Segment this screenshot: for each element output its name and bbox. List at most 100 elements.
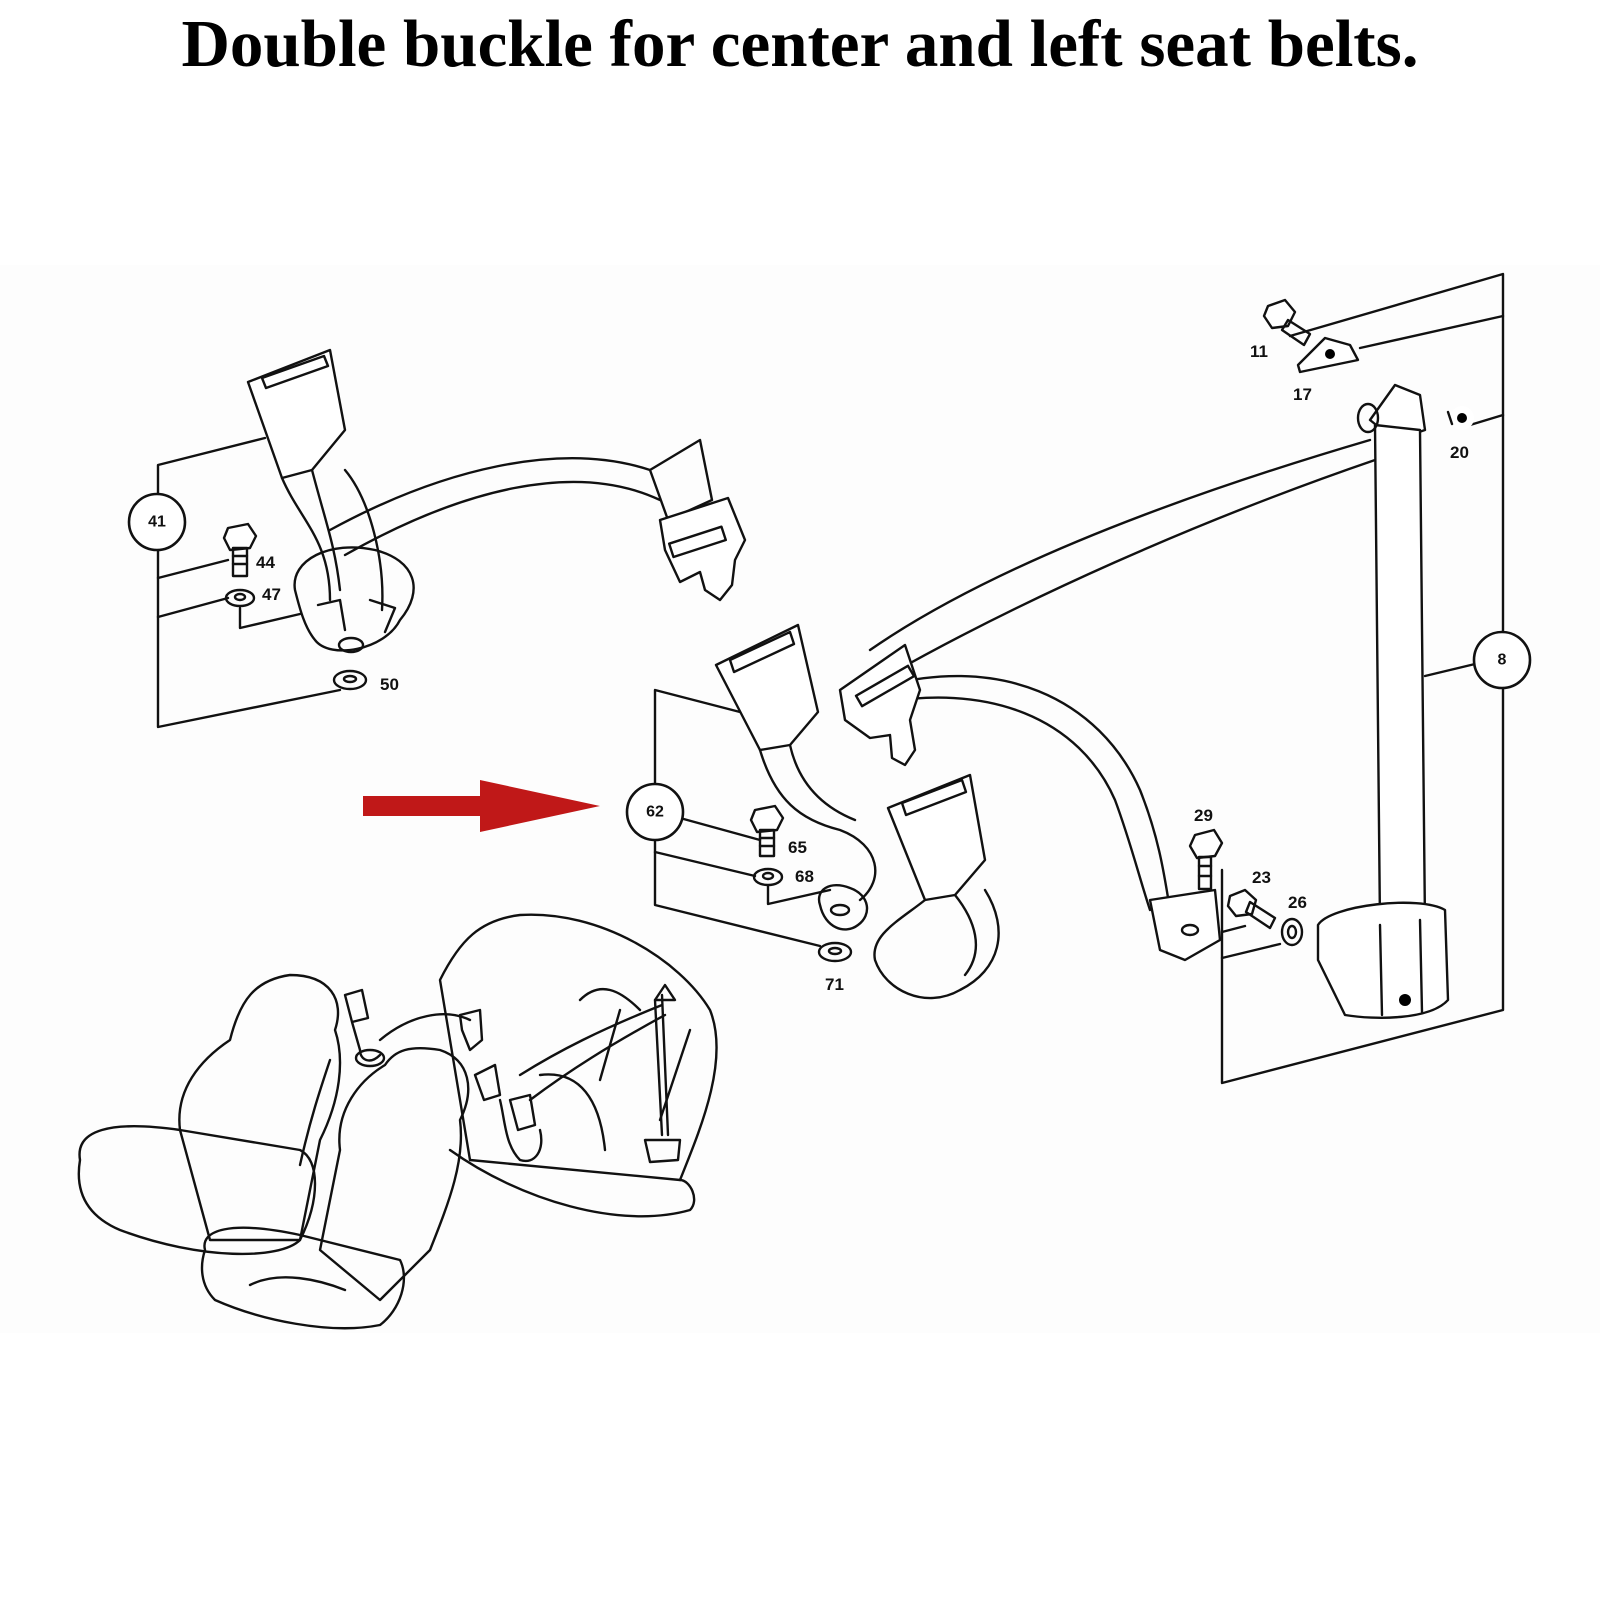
buckle-62a-strap [758, 743, 877, 902]
bracket-41 [156, 436, 342, 729]
bolt-29 [1188, 828, 1224, 891]
leader-68 [653, 850, 757, 878]
anchor-41-tabs [316, 598, 397, 634]
seats-illustration [77, 913, 718, 1330]
buckle-41 [246, 348, 347, 480]
part-65: 65 [788, 838, 807, 857]
sketch-anchor-b [498, 1098, 543, 1163]
belt-41 [328, 457, 662, 557]
tongue-41-slot [667, 525, 727, 559]
diagram-panel [0, 265, 1600, 1333]
leader-47 [156, 596, 230, 619]
callout-62 [625, 782, 685, 842]
bracket-8 [1220, 272, 1505, 1085]
washer-50-hole [342, 674, 358, 684]
sliding-tongue [838, 643, 922, 767]
lower-anchor-8-hole [1180, 923, 1200, 937]
leader-68b [766, 884, 832, 906]
washer-47-hole [233, 592, 247, 602]
part-20: 20 [1450, 443, 1469, 462]
part-23: 23 [1252, 868, 1271, 887]
callout-8-label: 8 [1498, 652, 1507, 669]
pillar-belt [653, 993, 670, 1137]
rear-bench [438, 913, 718, 1182]
washer-68-hole [761, 871, 775, 881]
leader-26 [1220, 942, 1282, 960]
right-seat-back [318, 1046, 470, 1302]
bolt-65 [749, 804, 785, 858]
bolt-23 [1226, 888, 1277, 930]
sketch-belt-a [378, 1013, 472, 1042]
retractor-bolt [1399, 994, 1411, 1006]
bolt-11 [1262, 298, 1312, 347]
nut-20 [1446, 406, 1474, 430]
bolt-44 [222, 522, 258, 578]
guide-hole [1356, 402, 1380, 434]
leader-65 [678, 816, 762, 842]
part-47: 47 [262, 585, 281, 604]
leader-8 [1423, 662, 1477, 678]
sketch-tongue-a [458, 1008, 484, 1052]
part-68: 68 [795, 867, 814, 886]
leader-17 [1358, 314, 1505, 350]
part-71: 71 [825, 975, 844, 994]
part-17: 17 [1293, 385, 1312, 404]
assembly-41: 41 44 47 50 [127, 348, 747, 729]
buckle-62b-strap [873, 888, 1000, 1000]
part-44: 44 [256, 553, 275, 572]
buckle-41-slot [260, 354, 330, 390]
shoulder-belt [868, 438, 1377, 682]
anchor-62 [817, 883, 869, 931]
pointer-arrow [363, 780, 600, 832]
retractor-column [1373, 423, 1427, 927]
assembly-8: 8 11 17 20 [838, 272, 1532, 1085]
rear-bench-seams [578, 988, 692, 1122]
sketch-belt [518, 1003, 667, 1102]
callout-41 [127, 492, 187, 552]
leader-23 [1220, 924, 1247, 934]
part-29: 29 [1194, 806, 1213, 825]
sketch-belt-lower [538, 1073, 607, 1152]
leader-20 [1468, 413, 1505, 427]
left-seat-cushion [77, 1125, 317, 1256]
sketch-buckle-b [473, 1063, 537, 1132]
leader-44 [156, 558, 230, 580]
lap-belt [868, 675, 1172, 912]
buckle-62a [714, 623, 820, 752]
bracket-17-hole [1325, 349, 1335, 359]
anchor-62-hole [829, 903, 851, 917]
retractor-housing [1316, 901, 1450, 1019]
callout-62-label: 62 [646, 804, 664, 821]
washer-71-hole [827, 946, 843, 956]
pillar-top [653, 983, 677, 1002]
anchor-41-hole [337, 636, 365, 654]
callout-41-label: 41 [148, 514, 166, 531]
buckle-62a-slot [728, 630, 796, 674]
pillar-retractor [643, 1138, 682, 1164]
left-seat-back [178, 973, 342, 1242]
washer-26-hole [1286, 924, 1298, 940]
part-50: 50 [380, 675, 399, 694]
washer-50 [332, 669, 368, 691]
buckle-62b-slot [900, 778, 968, 817]
rear-bench-base [448, 1148, 696, 1218]
tongue-41 [658, 496, 747, 602]
tongue-41-webbing [648, 438, 714, 522]
right-seat-cushion [200, 1226, 406, 1330]
page-title: Double buckle for center and left seat b… [181, 7, 1419, 81]
washer-68 [752, 867, 784, 887]
part-11: 11 [1250, 342, 1268, 361]
seat-seams [248, 1058, 347, 1292]
sketch-buckle-a [343, 988, 382, 1062]
sketch-anchor-a [354, 1048, 386, 1068]
part-26: 26 [1288, 893, 1307, 912]
leader-47b [238, 606, 302, 630]
sliding-tongue-slot [854, 664, 916, 708]
buckle-41-strap [280, 468, 384, 612]
buckle-62b [886, 773, 987, 902]
retractor-front [1378, 918, 1424, 1017]
washer-71 [817, 941, 853, 963]
assembly-62: 62 65 68 71 [625, 623, 1000, 1000]
anchor-41 [293, 546, 415, 652]
